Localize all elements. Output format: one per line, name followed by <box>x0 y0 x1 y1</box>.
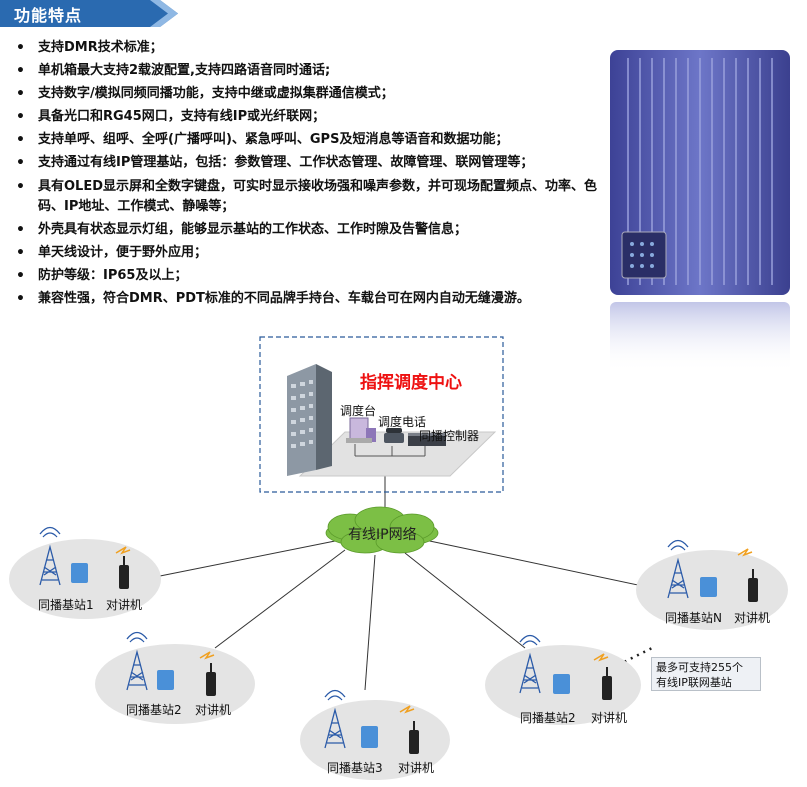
station-name-3: 同播基站3 <box>327 761 383 775</box>
tower-icon <box>519 634 541 694</box>
radio-icon <box>602 667 612 700</box>
radio-icon <box>748 569 758 602</box>
radio-label-2: 对讲机 <box>195 703 232 717</box>
station-name-n: 同播基站N <box>665 611 722 625</box>
command-center-box <box>259 336 504 493</box>
controller-label: 同播控制器 <box>419 429 480 443</box>
base-station-icon <box>157 670 174 690</box>
base-station-icon <box>71 563 88 583</box>
radio-label-1: 对讲机 <box>106 598 143 612</box>
header-banner <box>0 0 178 27</box>
feature-item: 支持单呼、组呼、全呼(广播呼叫)、紧急呼叫、GPS及短消息等语音和数据功能； <box>12 130 602 151</box>
radio-label-3: 对讲机 <box>398 761 435 775</box>
radio-label-4: 对讲机 <box>591 711 628 725</box>
station-area-2 <box>95 644 255 724</box>
ip-network-label: 有线IP网络 <box>348 527 417 543</box>
station-name-1: 同播基站1 <box>38 598 94 612</box>
tower-icon <box>126 631 148 691</box>
phone-label: 调度电话 <box>378 415 427 429</box>
connector-station-n <box>424 539 639 586</box>
simulcast-controller-icon <box>408 433 446 446</box>
feature-item: 支持通过有线IP管理基站，包括：参数管理、工作状态管理、故障管理、联网管理等； <box>12 153 602 174</box>
base-station-icon <box>700 577 717 597</box>
base-station-icon <box>553 674 570 694</box>
tower-icon <box>667 539 689 599</box>
signal-bolt-icon <box>115 546 131 555</box>
header-title: 功能特点 <box>14 6 83 25</box>
tower-icon <box>39 526 61 586</box>
tower-icon <box>324 689 346 749</box>
feature-item: 外壳具有状态显示灯组，能够显示基站的工作状态、工作时隙及告警信息； <box>12 220 602 241</box>
feature-item: 单天线设计，便于野外应用； <box>12 243 602 264</box>
feature-item: 支持数字/模拟同频同播功能，支持中继或虚拟集群通信模式； <box>12 84 602 105</box>
feature-item: 具备光口和RG45网口，支持有线IP或光纤联网； <box>12 107 602 128</box>
console-label: 调度台 <box>340 404 377 418</box>
dispatch-phone-icon <box>384 428 404 443</box>
signal-bolt-icon <box>737 548 753 557</box>
connector-station-4 <box>404 552 526 649</box>
base-station-device-image <box>610 50 790 372</box>
feature-item: 兼容性强，符合DMR、PDT标准的不同品牌手持台、车载台可在网内自动无缝漫游。 <box>12 289 602 310</box>
feature-item: 防护等级：IP65及以上； <box>12 266 602 287</box>
capacity-note: 最多可支持255个 有线IP联网基站 <box>651 657 761 691</box>
radio-icon <box>206 663 216 696</box>
connector-station-2 <box>214 549 346 649</box>
feature-item: 单机箱最大支持2载波配置,支持四路语音同时通话; <box>12 61 602 82</box>
capacity-note-line2: 有线IP联网基站 <box>656 676 732 689</box>
radio-label-n: 对讲机 <box>734 611 771 625</box>
feature-list: 支持DMR技术标准； 单机箱最大支持2载波配置,支持四路语音同时通话; 支持数字… <box>12 38 602 313</box>
station-name-4: 同播基站2 <box>520 711 576 725</box>
ip-network-cloud <box>325 506 439 554</box>
feature-item: 支持DMR技术标准； <box>12 38 602 59</box>
building-icon <box>287 364 332 476</box>
connector-station-3 <box>364 554 376 691</box>
station-name-2: 同播基站2 <box>126 703 182 717</box>
signal-bolt-icon <box>593 653 609 662</box>
radio-icon <box>409 721 419 754</box>
command-center-title: 指挥调度中心 <box>360 373 462 393</box>
signal-bolt-icon <box>199 651 215 660</box>
capacity-note-line1: 最多可支持255个 <box>656 661 743 674</box>
signal-bolt-icon <box>399 705 415 714</box>
connector-station-1 <box>149 539 341 579</box>
base-station-icon <box>361 726 378 748</box>
feature-item: 具有OLED显示屏和全数字键盘，可实时显示接收场强和噪声参数，并可现场配置频点、… <box>12 177 602 218</box>
radio-icon <box>119 556 129 589</box>
dispatch-console-icon <box>346 417 376 443</box>
